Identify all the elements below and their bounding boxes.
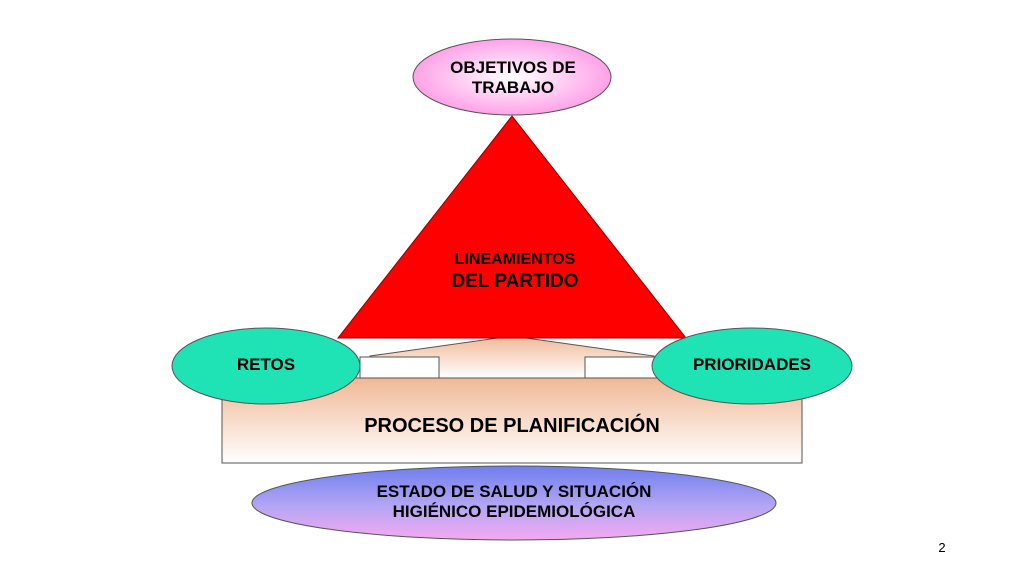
oval-estado-salud [251,465,777,541]
lineamientos-line-1: LINEAMIENTOS [454,251,576,268]
prioridades-label: PRIORIDADES [692,355,812,374]
oval-objetivos [412,38,612,116]
objetivos-label: OBJETIVOS DE TRABAJO [414,58,612,99]
estado-line-2: HIGIÉNICO EPIDEMIOLÓGICA [392,502,636,522]
slide-number: 2 [938,540,946,555]
objetivos-line-2: TRABAJO [471,78,555,98]
lineamientos-line-2: DEL PARTIDO [451,271,579,293]
estado-salud-label: ESTADO DE SALUD Y SITUACIÓN HIGIÉNICO EP… [252,482,776,523]
oval-retos [171,327,361,405]
proceso-label: PROCESO DE PLANIFICACIÓN [364,415,660,437]
lineamientos-label: LINEAMIENTOS DEL PARTIDO [400,250,630,294]
objetivos-line-1: OBJETIVOS DE [450,58,576,77]
retos-label: RETOS [236,355,296,374]
pyramid-lineamientos [336,115,688,339]
oval-prioridades [651,327,853,405]
estado-line-1: ESTADO DE SALUD Y SITUACIÓN [376,482,652,501]
left-platform [359,356,440,379]
